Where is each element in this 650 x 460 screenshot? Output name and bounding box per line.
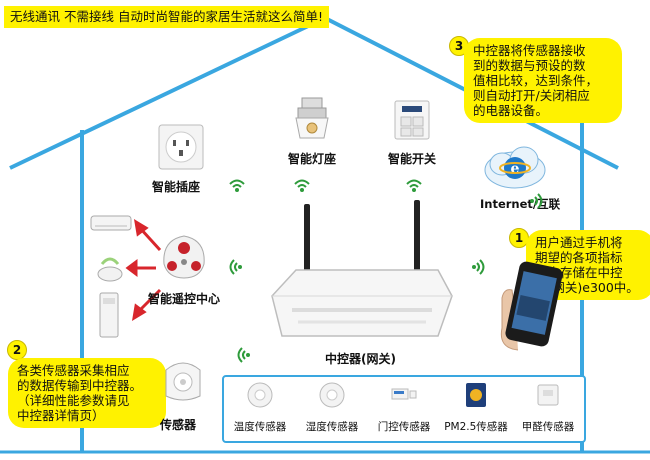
sensor-name: 湿度传感器 <box>305 421 359 433</box>
sensor-name: 温度传感器 <box>233 421 287 433</box>
smart-switch-label: 智能开关 <box>388 152 437 166</box>
smart-lamp-label: 智能灯座 <box>288 152 337 166</box>
wifi-icon <box>237 347 250 363</box>
smart-socket-label: 智能插座 <box>152 180 201 194</box>
smart-switch-icon <box>394 100 430 140</box>
smart-remote-hub-label: 智能遥控中心 <box>148 292 221 306</box>
gateway-label: 中控器(网关) <box>325 352 396 366</box>
temperature-sensor: 温度传感器 <box>224 377 296 441</box>
formaldehyde-sensor: 甲醛传感器 <box>512 377 584 441</box>
wifi-icon <box>229 259 242 275</box>
wifi-icon <box>229 179 245 192</box>
step-2-callout: 各类传感器采集相应 的数据传输到中控器。 （详细性能参数请见 中控器详情页） <box>8 358 166 428</box>
gateway-router-icon <box>271 200 453 337</box>
sensor-device-icon <box>165 362 201 401</box>
remote-arrows <box>125 219 162 321</box>
svg-text:e: e <box>511 161 520 177</box>
humidity-sensor: 湿度传感器 <box>296 377 368 441</box>
air-conditioner-icon <box>90 215 132 231</box>
sensor-name: 门控传感器 <box>377 421 431 433</box>
headline-banner: 无线通讯 不需接线 自动时尚智能的家居生活就这么简单! <box>4 6 329 28</box>
formaldehyde-sensor-icon <box>537 384 559 406</box>
sensor-name: PM2.5传感器 <box>444 421 508 433</box>
step-3-callout: 中控器将传感器接收 到的数据与预设的数 值相比较，达到条件， 则自动打开/关闭相… <box>464 38 622 123</box>
internet-label: Internet/互联 <box>480 197 561 211</box>
pm25-sensor: PM2.5传感器 <box>440 377 512 441</box>
sensor-name: 甲醛传感器 <box>521 421 575 433</box>
smart-lamp-icon <box>295 97 329 139</box>
internet-cloud-icon: e <box>484 146 546 189</box>
standing-ac-icon <box>99 292 119 338</box>
sensor-panel: 温度传感器 湿度传感器 门控传感器 PM2.5传感器 甲醛传感器 <box>222 375 586 443</box>
wifi-icon <box>406 179 422 192</box>
door-sensor-icon <box>391 388 417 400</box>
wifi-icon <box>294 179 310 192</box>
humidity-sensor-icon <box>319 382 345 408</box>
sensor-label: 传感器 <box>160 418 197 432</box>
humidifier-icon <box>97 257 123 282</box>
smart-remote-hub-icon <box>163 235 205 279</box>
step-1-badge: 1 <box>509 228 529 248</box>
wifi-icon <box>530 193 543 209</box>
step-1-callout: 用户通过手机将 期望的各项指标 预先存储在中控 器(网关)e300中。 <box>526 230 650 300</box>
pm25-sensor-icon <box>466 383 486 407</box>
temperature-sensor-icon <box>247 382 273 408</box>
smartphone-icon <box>500 261 563 351</box>
door-sensor: 门控传感器 <box>368 377 440 441</box>
smart-socket-icon <box>158 124 204 170</box>
step-2-badge: 2 <box>7 340 27 360</box>
wifi-icon <box>472 259 485 275</box>
